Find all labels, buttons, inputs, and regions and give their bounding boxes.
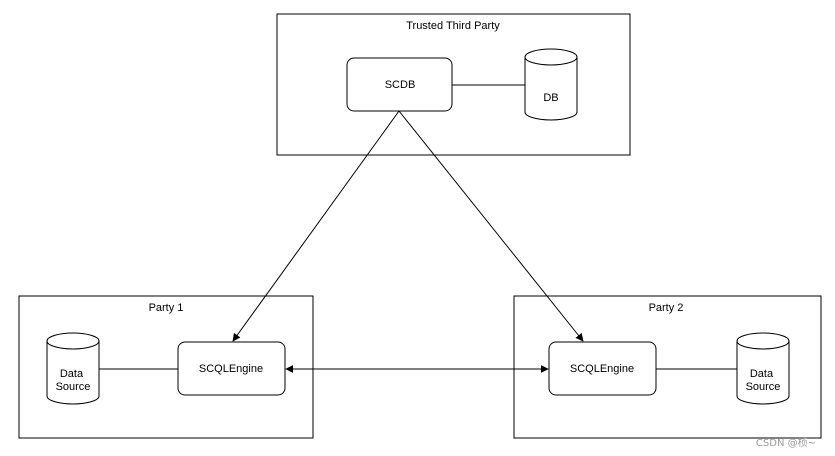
datasource1-line1: Data xyxy=(60,368,84,380)
scdb-to-engine2-arrow xyxy=(398,110,584,342)
scdb-label: SCDB xyxy=(385,79,416,91)
datasource2-label: Data Source xyxy=(746,368,781,393)
datasource2-line1: Data xyxy=(750,368,774,380)
datasource1-label: Data Source xyxy=(56,368,91,393)
party1-label: Party 1 xyxy=(149,302,184,314)
datasource2-cylinder[interactable] xyxy=(736,332,790,405)
csdn-watermark: CSDN @桢~ xyxy=(756,436,816,449)
party2-label: Party 2 xyxy=(649,302,684,314)
trusted-third-party-box xyxy=(276,13,631,156)
datasource1-cylinder[interactable] xyxy=(46,332,100,405)
scdb-to-engine1-arrow xyxy=(232,110,400,342)
scqlengine1-label: SCQLEngine xyxy=(199,363,263,375)
db-label: DB xyxy=(543,92,558,104)
trusted-third-party-label: Trusted Third Party xyxy=(406,20,500,32)
scqlengine1-node[interactable] xyxy=(177,341,286,396)
datasource2-line2: Source xyxy=(746,381,781,393)
db-cylinder[interactable] xyxy=(524,48,578,121)
datasource1-line2: Source xyxy=(56,381,91,393)
scqlengine2-label: SCQLEngine xyxy=(570,363,634,375)
